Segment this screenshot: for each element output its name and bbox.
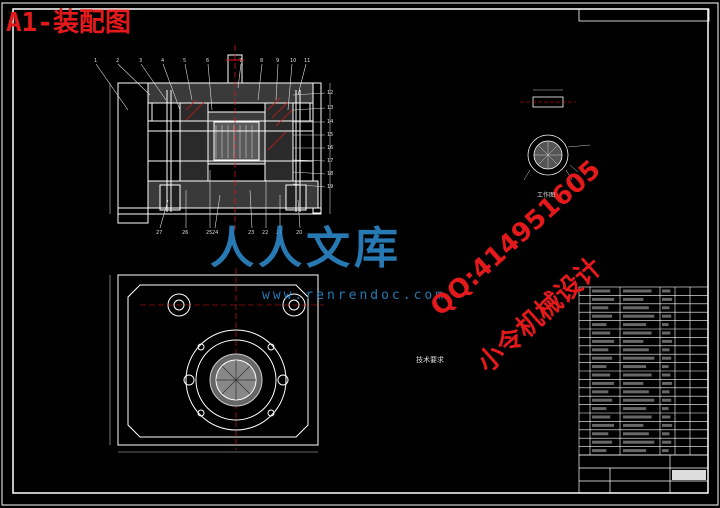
- balloon-number: 8: [260, 58, 263, 64]
- detail-view-label: 工作图: [537, 192, 556, 199]
- balloon-numbers-top: 1 2 3 4 5 6 7 8 9 10 11: [94, 58, 310, 64]
- balloon-number: 10: [290, 58, 296, 64]
- balloon-number: 27: [156, 230, 162, 236]
- balloon-number: 3: [139, 58, 142, 64]
- main-section-view: [109, 45, 331, 230]
- balloon-number: 7: [239, 58, 242, 64]
- balloon-number: 25: [206, 230, 212, 236]
- balloon-number: 12: [327, 90, 333, 96]
- plan-view: [109, 268, 324, 453]
- renrendoc-watermark-url: www.renrendoc.com: [262, 288, 447, 303]
- balloon-number: 18: [327, 171, 333, 177]
- balloon-number: 2: [116, 58, 119, 64]
- balloon-leaders-bottom: [159, 170, 301, 229]
- balloon-number: 6: [206, 58, 209, 64]
- part-detail-view: [520, 89, 591, 181]
- balloon-number: 9: [276, 58, 279, 64]
- balloon-number: 11: [304, 58, 310, 64]
- title-block: [578, 454, 709, 494]
- balloon-number: 19: [327, 184, 333, 190]
- balloon-number: 1: [94, 58, 97, 64]
- balloon-number: 15: [327, 132, 333, 138]
- balloon-number: 26: [182, 230, 188, 236]
- balloon-number: 20: [296, 230, 302, 236]
- frame-tag: [578, 8, 710, 22]
- balloon-numbers-right: 12 13 14 15 16 17 18 19: [327, 90, 333, 190]
- balloon-number: 22: [262, 230, 268, 236]
- balloon-number: 17: [327, 158, 333, 164]
- balloon-number: 23: [248, 230, 254, 236]
- balloon-number: 13: [327, 105, 333, 111]
- balloon-leaders-right: [292, 92, 326, 188]
- balloon-leaders-top: [95, 63, 307, 111]
- renrendoc-watermark-logo: 人人文库: [210, 223, 402, 274]
- balloon-number: 14: [327, 119, 333, 125]
- technical-requirements-title: 技术要求: [416, 356, 444, 364]
- balloon-number: 4: [161, 58, 164, 64]
- balloon-number: 24: [212, 230, 218, 236]
- balloon-number: 21: [276, 230, 282, 236]
- balloon-number: 16: [327, 145, 333, 151]
- inner-frame: [12, 8, 709, 494]
- balloon-number: 5: [183, 58, 186, 64]
- page-title: A1-装配图: [6, 8, 131, 38]
- bill-of-materials-table: [578, 286, 709, 456]
